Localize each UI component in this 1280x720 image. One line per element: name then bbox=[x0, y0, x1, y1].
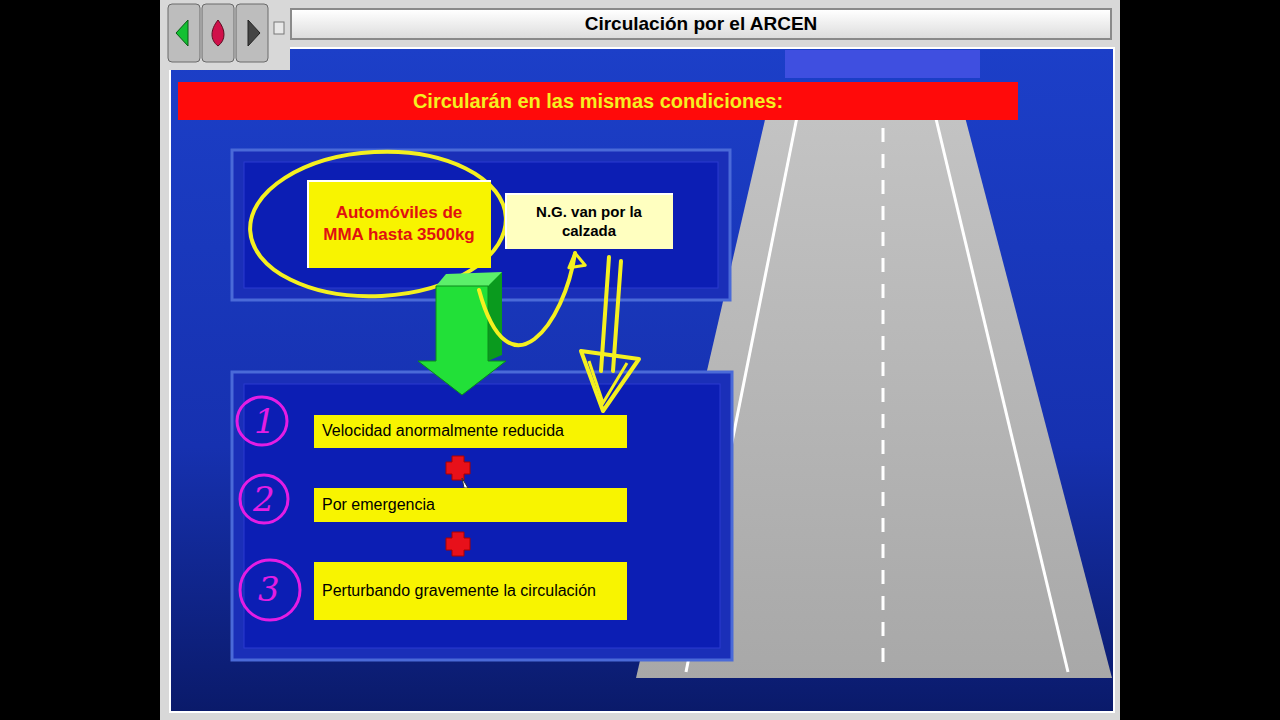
connector-arrow bbox=[479, 253, 585, 345]
box-text: Velocidad anormalmente reducida bbox=[322, 421, 564, 442]
box-text: Perturbando gravemente la circulación bbox=[322, 581, 596, 602]
slide-title: Circulación por el ARCEN bbox=[585, 13, 818, 35]
box-text: Automóviles de MMA hasta 3500kg bbox=[315, 202, 483, 246]
condition-box: Velocidad anormalmente reducida bbox=[314, 415, 627, 448]
condition-box: Perturbando gravemente la circulación bbox=[314, 562, 627, 620]
callout-number: 3 bbox=[258, 572, 280, 606]
vehicle-box: Automóviles de MMA hasta 3500kg bbox=[307, 180, 491, 268]
header-band: Circularán en las mismas condiciones: bbox=[178, 82, 1018, 120]
connector-arrow bbox=[581, 257, 639, 411]
box-text: Circularán en las mismas condiciones: bbox=[413, 88, 783, 114]
note-box: N.G. van por la calzada bbox=[505, 193, 673, 249]
callout-circle bbox=[237, 397, 300, 620]
condition-box: Por emergencia bbox=[314, 488, 627, 522]
box-text: Por emergencia bbox=[322, 495, 435, 516]
callout-number: 2 bbox=[253, 482, 275, 516]
callout-number: 1 bbox=[254, 404, 276, 438]
box-text: N.G. van por la calzada bbox=[513, 202, 665, 241]
connector-arrow bbox=[418, 268, 506, 395]
title-bar: Circulación por el ARCEN bbox=[290, 8, 1112, 40]
